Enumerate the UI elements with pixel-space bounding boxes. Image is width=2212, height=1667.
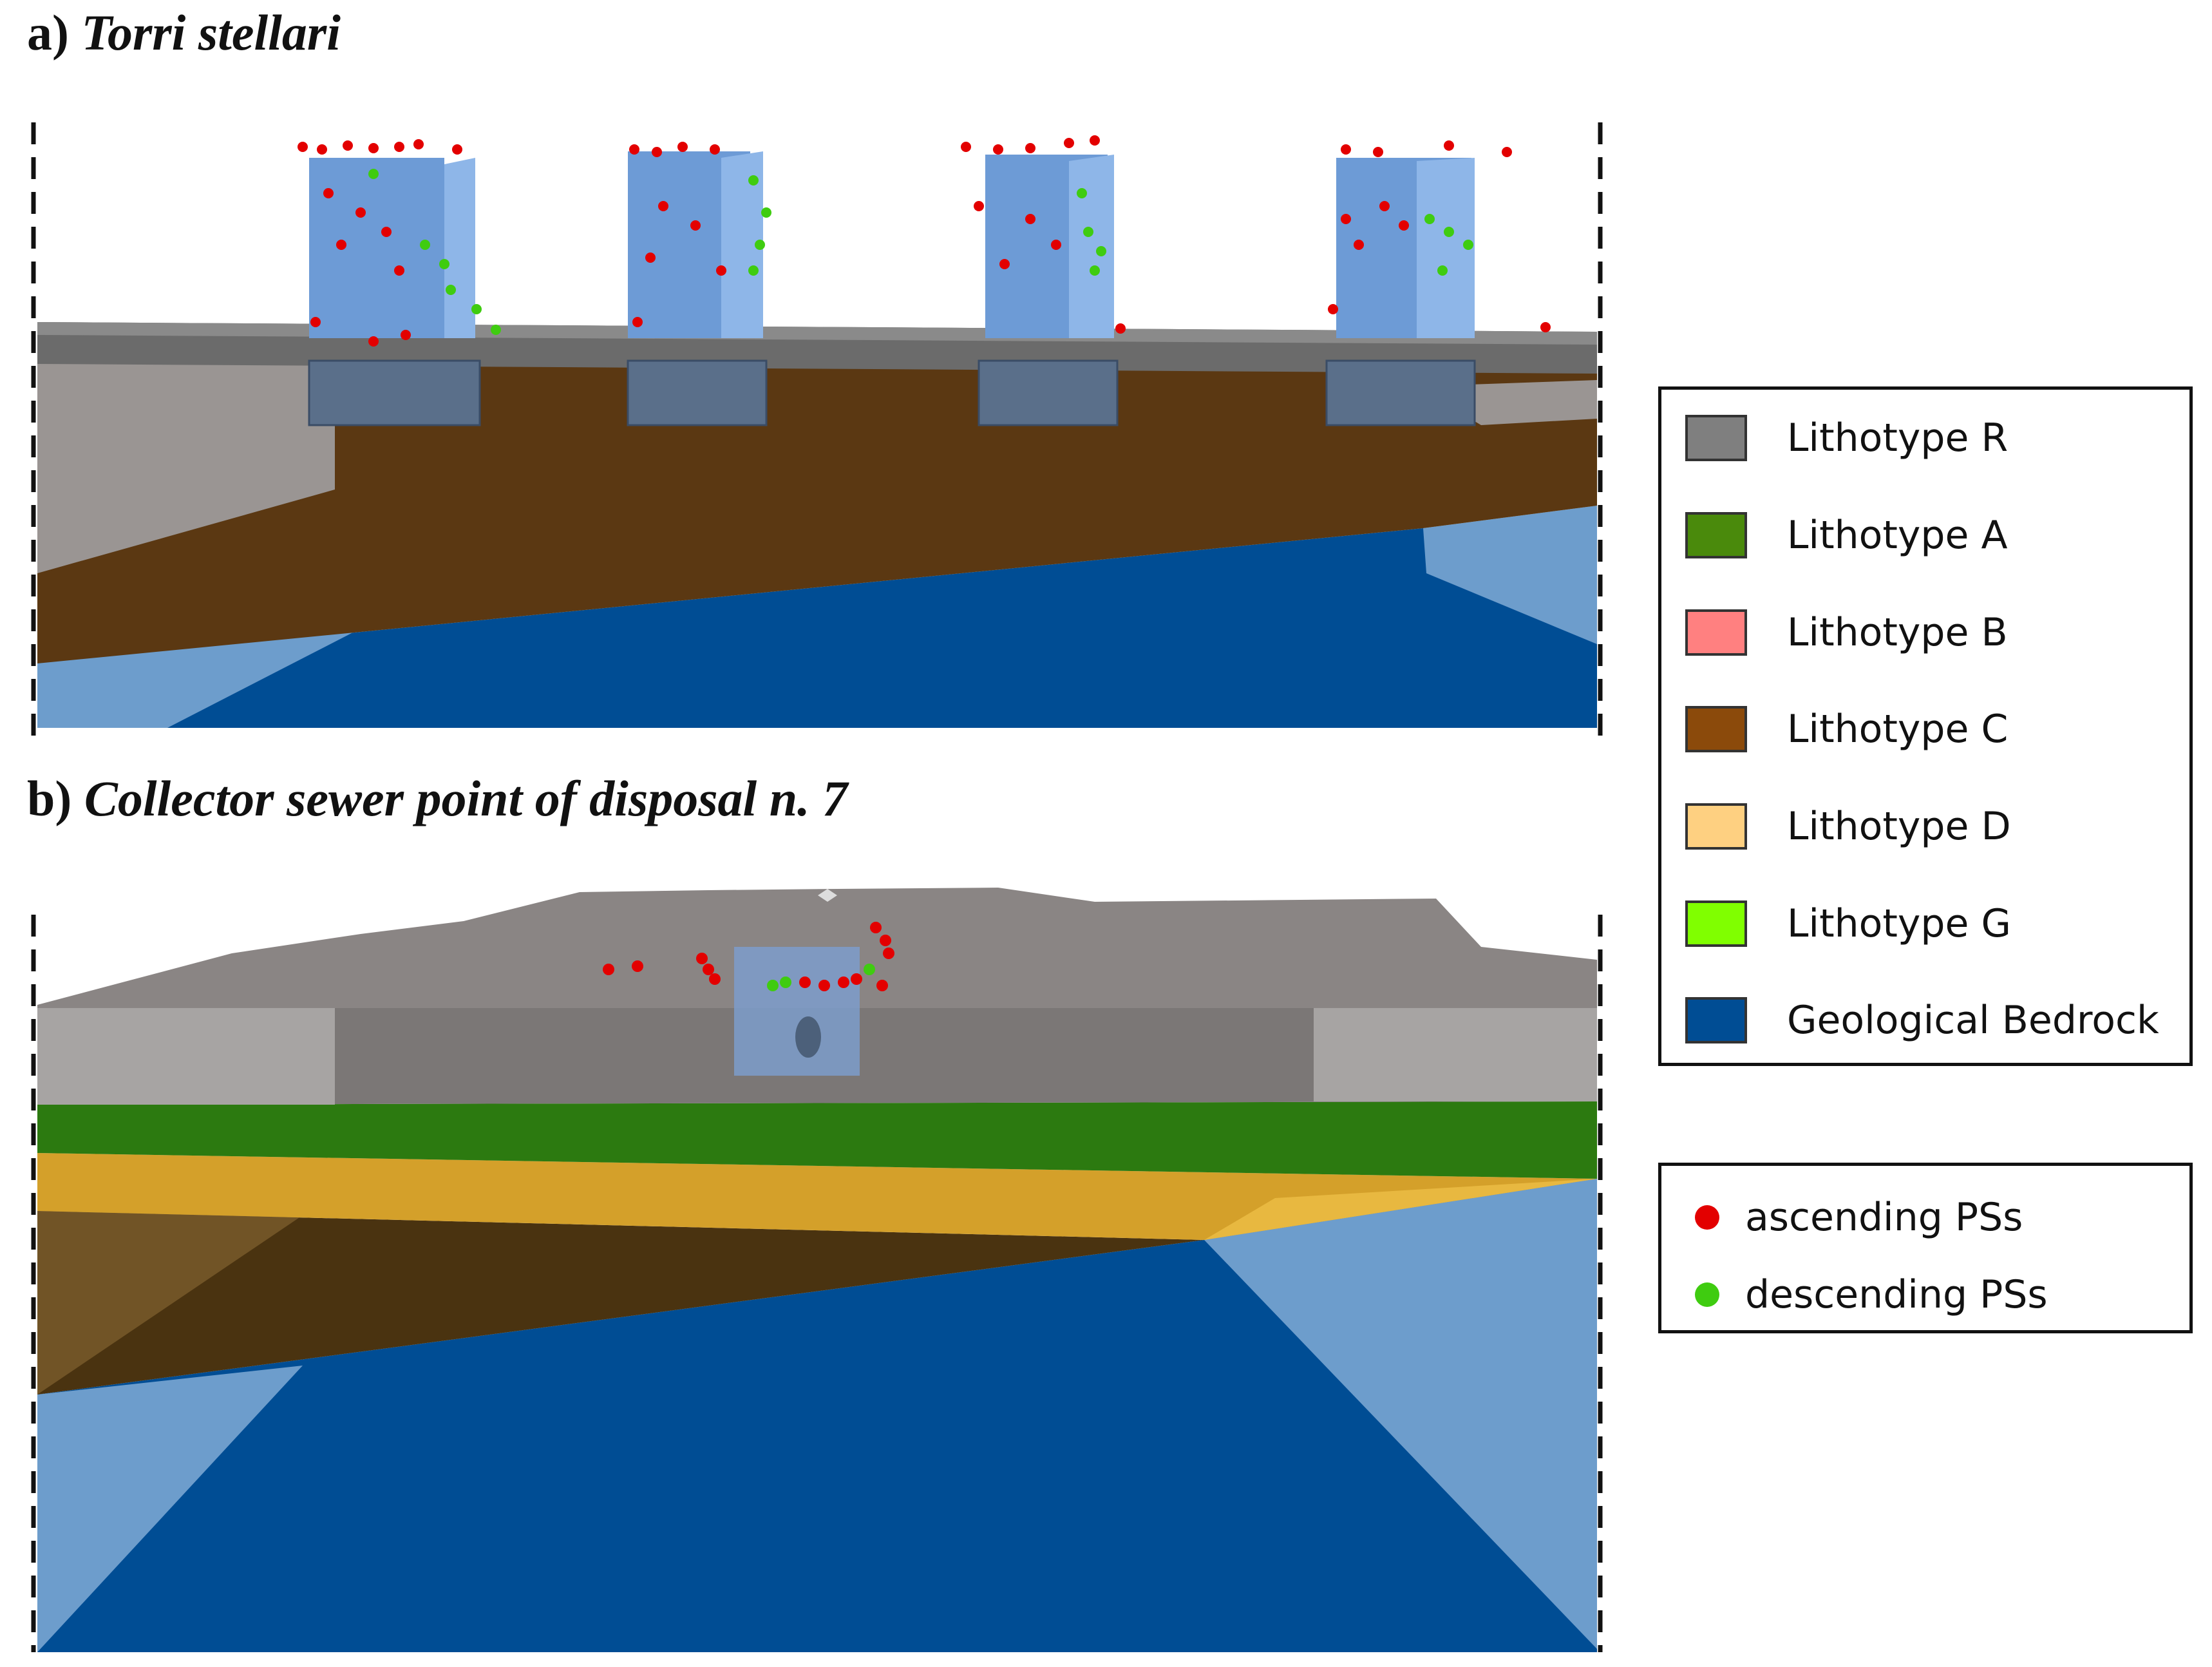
ps-legend: ascending PSs descending PSs <box>1658 1163 2193 1333</box>
tower-4-side <box>1417 158 1475 338</box>
legend-swatch-geological-bedrock <box>1685 997 1747 1043</box>
panel-a-towers <box>309 151 1475 338</box>
foundation-3 <box>978 359 1119 426</box>
legend-item-geological-bedrock: Geological Bedrock <box>1685 995 2159 1045</box>
panel-b-bedrock-left-face <box>37 1366 303 1652</box>
legend-label: Geological Bedrock <box>1787 998 2159 1043</box>
ascending-ps-dot-icon <box>1695 1205 1719 1230</box>
panel-b-sewer-opening <box>795 1016 821 1058</box>
panel-a-bedrock <box>37 528 1597 728</box>
panel-b-lithotype-d <box>37 1153 1597 1240</box>
panel-b-name: Collector sewer point of disposal n. 7 <box>84 770 848 826</box>
legend-item-lithotype-d: Lithotype D <box>1685 801 2011 852</box>
panel-a-prefix: a) <box>27 5 69 61</box>
legend-label: ascending PSs <box>1745 1195 2023 1240</box>
panel-a-foundations <box>308 359 1476 426</box>
panel-a-ascending-ps <box>298 135 1551 347</box>
legend-item-ascending-ps: ascending PSs <box>1695 1192 2023 1243</box>
legend-label: Lithotype R <box>1787 415 2009 461</box>
foundation-2 <box>627 359 768 426</box>
panel-b-marker <box>818 889 837 902</box>
legend-item-descending-ps: descending PSs <box>1695 1269 2048 1320</box>
descending-ps-dot-icon <box>1695 1282 1719 1307</box>
panel-a-descending-ps <box>368 169 1473 335</box>
panel-a-title: a) Torri stellari <box>27 4 341 62</box>
panel-a-name: Torri stellari <box>81 5 341 61</box>
legend-item-lithotype-a: Lithotype A <box>1685 510 2008 560</box>
foundation-4 <box>1325 359 1476 426</box>
foundation-1 <box>308 359 481 426</box>
legend-swatch-lithotype-g <box>1685 900 1747 947</box>
legend-label: Lithotype C <box>1787 707 2009 752</box>
lithotype-legend: Lithotype R Lithotype A Lithotype B Lith… <box>1658 386 2193 1066</box>
legend-swatch-lithotype-c <box>1685 706 1747 752</box>
panel-b-lithotype-c-face <box>37 1211 309 1395</box>
panel-a-model-view <box>31 122 1603 747</box>
panel-a-lithotype-c <box>37 361 1597 663</box>
tower-2-side <box>721 151 763 338</box>
legend-swatch-lithotype-d <box>1685 803 1747 850</box>
panel-a-ps-points <box>298 135 1551 347</box>
panel-a-lithotype-r-left <box>37 335 335 573</box>
panel-b-title: b) Collector sewer point of disposal n. … <box>27 770 847 828</box>
legend-label: descending PSs <box>1745 1272 2048 1317</box>
panel-b-lithotype-a <box>37 1101 1597 1179</box>
legend-swatch-lithotype-a <box>1685 512 1747 558</box>
panel-b-lithotype-r-left-face <box>37 998 335 1105</box>
panel-b-bedrock <box>37 1179 1597 1652</box>
legend-item-lithotype-r: Lithotype R <box>1685 413 2008 463</box>
panel-b-lithotype-c <box>37 1211 1204 1395</box>
legend-label: Lithotype G <box>1787 901 2011 946</box>
legend-swatch-lithotype-r <box>1685 415 1747 461</box>
panel-b-prefix: b) <box>27 770 72 826</box>
panel-a-bedrock-left-face <box>37 612 393 728</box>
panel-b-sewer-structure <box>734 947 860 1076</box>
legend-item-lithotype-b: Lithotype B <box>1685 607 2008 658</box>
panel-b-lithotype-d-edge <box>1204 1179 1597 1240</box>
panel-b-model-view <box>31 888 1603 1652</box>
legend-item-lithotype-g: Lithotype G <box>1685 899 2011 949</box>
panel-b-descending-ps <box>767 964 875 991</box>
panel-a-bedrock-right-face <box>1423 506 1597 644</box>
legend-label: Lithotype B <box>1787 610 2008 655</box>
legend-label: Lithotype A <box>1787 513 2008 558</box>
panel-b-bedrock-right-face <box>1204 1179 1597 1649</box>
panel-b-ascending-ps <box>603 922 894 991</box>
legend-label: Lithotype D <box>1787 804 2011 849</box>
tower-3-side <box>1069 155 1114 338</box>
tower-1-side <box>444 158 475 338</box>
legend-item-lithotype-c: Lithotype C <box>1685 704 2008 754</box>
legend-swatch-lithotype-b <box>1685 609 1747 656</box>
